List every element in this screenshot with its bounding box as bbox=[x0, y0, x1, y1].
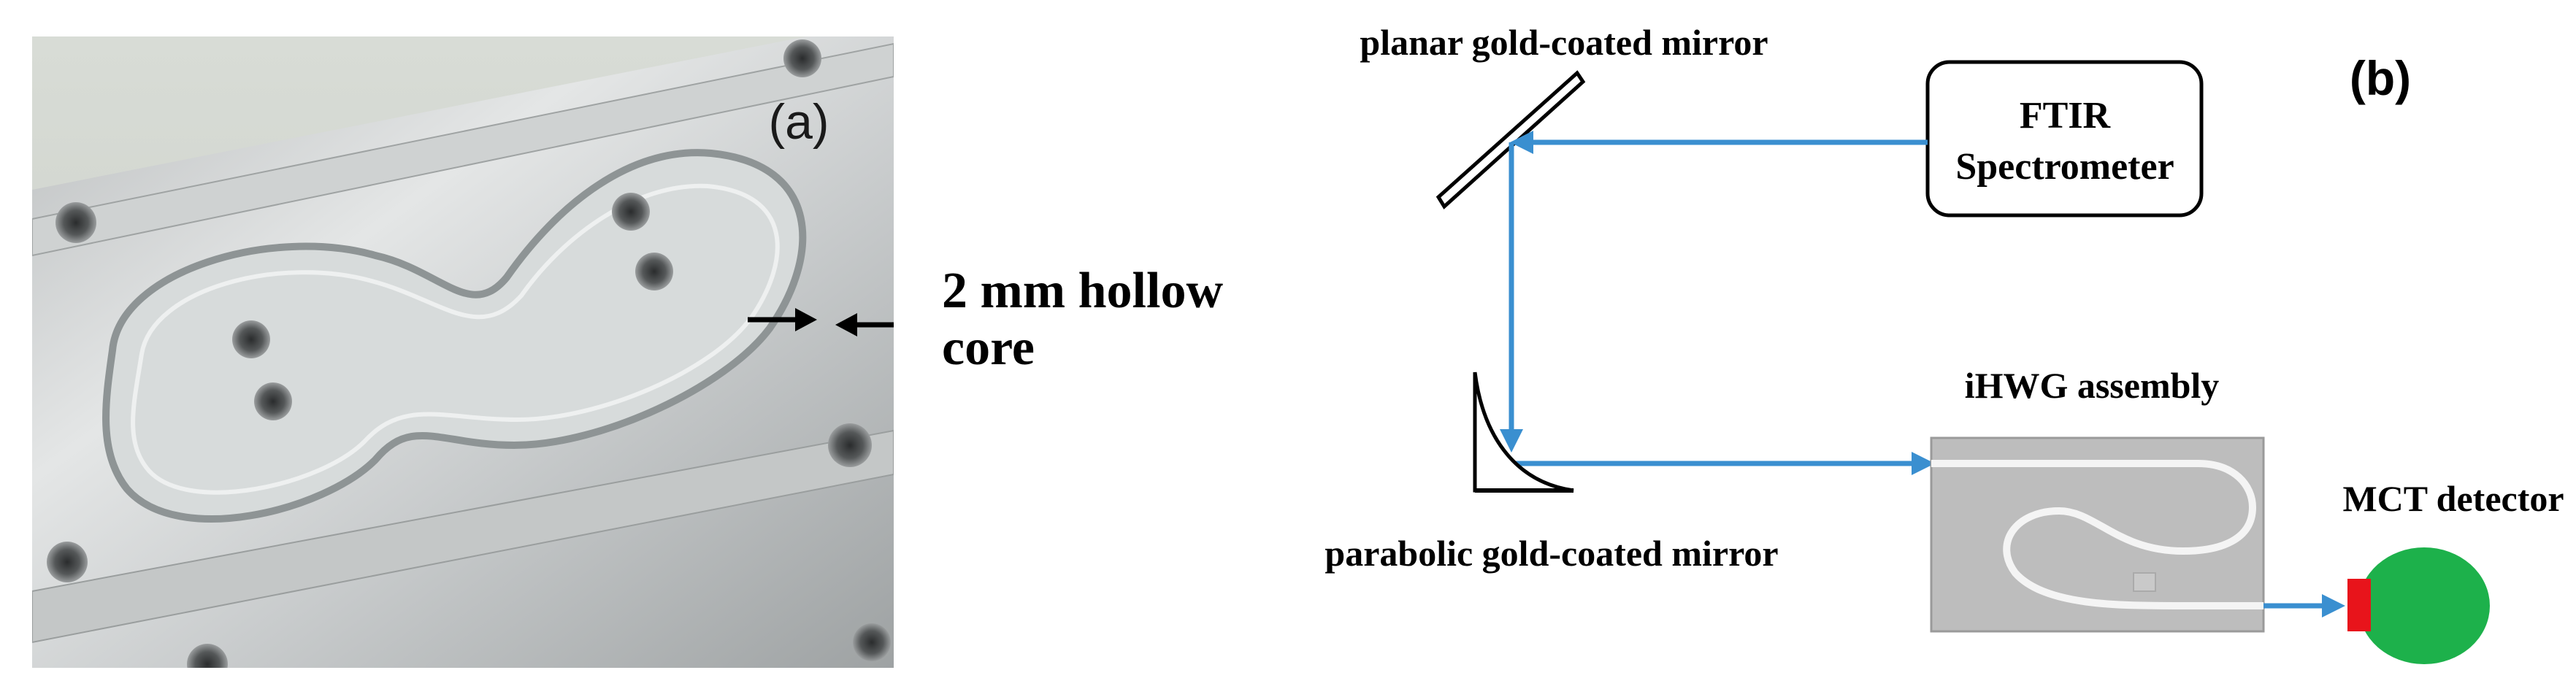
ihwg-plate bbox=[1930, 436, 2265, 633]
mct-detector-window bbox=[2347, 579, 2371, 631]
panel-a-label: (a) bbox=[768, 94, 829, 150]
mct-detector-label: MCT detector bbox=[2342, 478, 2564, 519]
mct-detector-body bbox=[2358, 547, 2490, 664]
beam-arrow-3 bbox=[1912, 452, 1935, 475]
ihwg-label: iHWG assembly bbox=[1965, 365, 2220, 406]
planar-mirror-label: planar gold-coated mirror bbox=[1360, 22, 1768, 63]
panel-a-photo: (a) bbox=[32, 36, 894, 668]
waveguide-photo: (a) bbox=[32, 36, 894, 668]
beam-arrow-1 bbox=[1510, 131, 1533, 154]
screw-holes bbox=[47, 39, 891, 668]
beam-arrow-2 bbox=[1500, 429, 1523, 453]
panel-b-label: (b) bbox=[2350, 51, 2411, 105]
setup-diagram: FTIR Spectrometer planar gold-coated mir… bbox=[1325, 22, 2564, 664]
annotation-line-1: 2 mm hollow bbox=[942, 263, 1223, 319]
ftir-label-line-2: Spectrometer bbox=[1955, 146, 2174, 188]
ftir-label-line-1: FTIR bbox=[2020, 95, 2112, 136]
hollow-core-arrows bbox=[748, 308, 894, 336]
hollow-core-annotation: 2 mm hollow core bbox=[942, 263, 1223, 377]
ftir-spectrometer-box bbox=[1925, 60, 2204, 218]
beam-arrow-4 bbox=[2322, 594, 2345, 617]
planar-mirror bbox=[1435, 70, 1586, 209]
parabolic-mirror-label: parabolic gold-coated mirror bbox=[1325, 533, 1778, 574]
annotation-line-2: core bbox=[942, 320, 1035, 376]
panel-b-schematic: FTIR Spectrometer planar gold-coated mir… bbox=[1241, 0, 2576, 689]
parabolic-mirror bbox=[1473, 372, 1574, 493]
ihwg-waveguide-channel bbox=[1931, 460, 2263, 609]
